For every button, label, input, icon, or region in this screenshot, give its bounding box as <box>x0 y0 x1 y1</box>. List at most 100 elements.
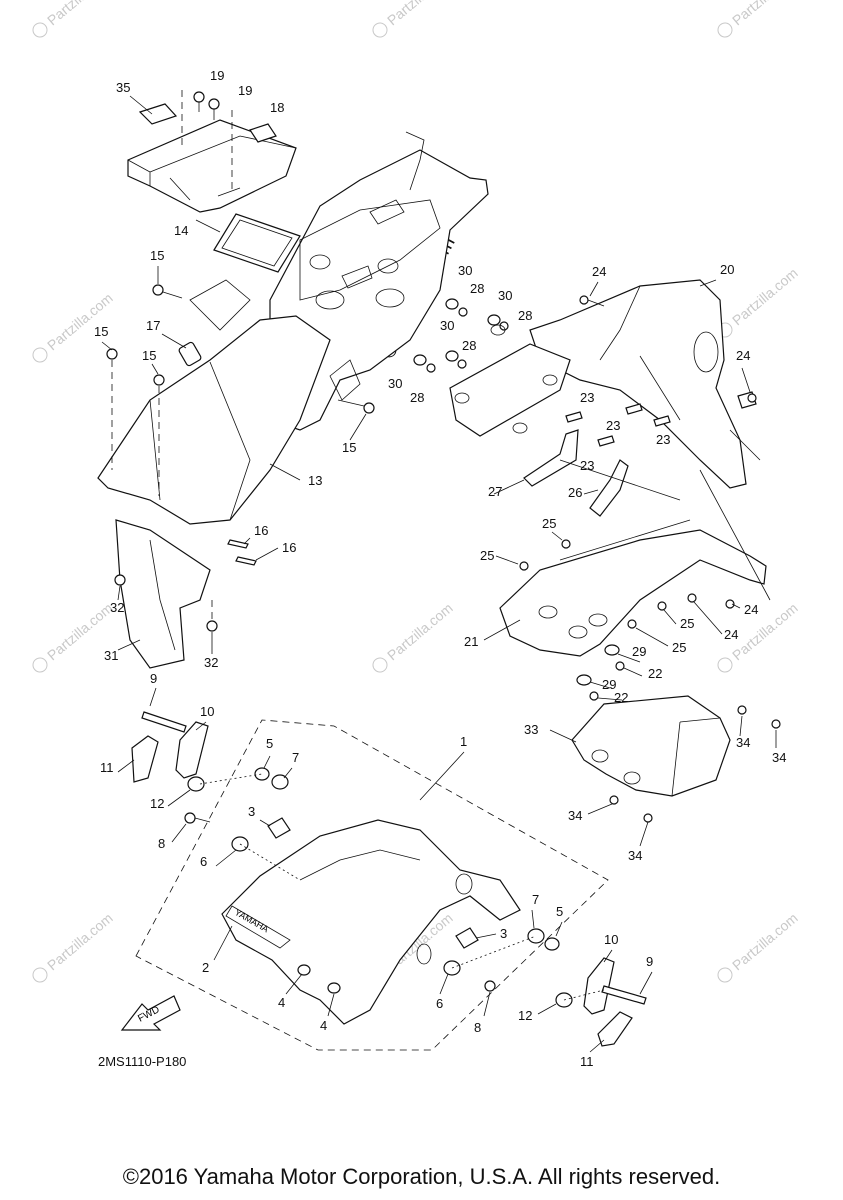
stay-27-part <box>523 429 579 487</box>
callout-8: 8 <box>158 836 165 851</box>
inner-fender-part <box>97 279 331 525</box>
callout-30: 30 <box>388 376 402 391</box>
leader-line <box>101 95 777 1053</box>
leader-line <box>559 355 771 601</box>
callout-1: 1 <box>460 734 467 749</box>
callout-12: 12 <box>518 1008 532 1023</box>
bolt-22b <box>589 691 599 701</box>
callout-23: 23 <box>580 458 594 473</box>
bolt-25a <box>561 539 571 549</box>
bolt-9b <box>601 985 647 1005</box>
tail-bracket-part <box>449 324 571 437</box>
bolt-24a <box>579 295 605 307</box>
clip-23a <box>565 411 583 423</box>
callout-25: 25 <box>672 640 686 655</box>
callout-23: 23 <box>580 390 594 405</box>
callout-24: 24 <box>736 348 750 363</box>
washer-4b <box>327 982 341 994</box>
callout-28: 28 <box>410 390 424 405</box>
callout-30: 30 <box>440 318 454 333</box>
clip-23c <box>625 403 643 415</box>
washer-28c <box>457 359 467 369</box>
collar-5a <box>254 767 270 781</box>
callout-25: 25 <box>480 548 494 563</box>
clip-16b <box>235 556 257 566</box>
callout-3: 3 <box>248 804 255 819</box>
callout-5: 5 <box>266 736 273 751</box>
callout-26: 26 <box>568 485 582 500</box>
grommet-29a <box>604 644 620 656</box>
bolt-19b <box>208 98 220 120</box>
watermark: Partzilla.com <box>729 600 801 664</box>
bolt-15c <box>153 374 165 496</box>
callout-25: 25 <box>680 616 694 631</box>
cover-plate-part <box>213 213 301 273</box>
bolt-25c <box>657 601 667 611</box>
bolt-25d <box>627 619 637 629</box>
bolt-25b <box>519 561 529 571</box>
clip-16a <box>227 539 249 549</box>
bolt-8b <box>484 980 496 992</box>
watermark: Partzilla.com <box>384 600 456 664</box>
copyright-notice: ©2016 Yamaha Motor Corporation, U.S.A. A… <box>122 1164 721 1189</box>
callout-8: 8 <box>474 1020 481 1035</box>
callout-15: 15 <box>94 324 108 339</box>
callout-13: 13 <box>308 473 322 488</box>
callout-34: 34 <box>628 848 642 863</box>
grommet-7a <box>271 774 289 790</box>
bolt-22a <box>615 661 625 671</box>
callout-31: 31 <box>104 648 118 663</box>
callout-7: 7 <box>292 750 299 765</box>
callout-21: 21 <box>464 634 478 649</box>
pad-11b <box>597 1011 633 1047</box>
clip-23d <box>653 415 671 427</box>
callout-28: 28 <box>470 281 484 296</box>
label-sticker-part <box>138 103 178 125</box>
bolt-15b <box>106 348 118 470</box>
callout-12: 12 <box>150 796 164 811</box>
bolt-24d <box>687 593 697 603</box>
pad-11a <box>131 735 159 783</box>
callout-4: 4 <box>320 1018 327 1033</box>
callout-35: 35 <box>116 80 130 95</box>
bolt-8a <box>184 812 211 824</box>
callout-15: 15 <box>150 248 164 263</box>
callout-33: 33 <box>524 722 538 737</box>
callout-10: 10 <box>200 704 214 719</box>
nut-30a <box>445 298 459 310</box>
bolt-24c <box>725 599 735 609</box>
watermark: Partzilla.com <box>44 0 116 28</box>
assembly-boundary <box>135 719 609 1051</box>
callout-30: 30 <box>498 288 512 303</box>
washer-4a <box>297 964 311 976</box>
callout-24: 24 <box>724 627 738 642</box>
callout-29: 29 <box>632 644 646 659</box>
callout-34: 34 <box>568 808 582 823</box>
watermark: Partzilla.com <box>729 265 801 329</box>
callout-23: 23 <box>606 418 620 433</box>
diagram-code: 2MS1110-P180 <box>98 1054 186 1069</box>
mud-flap-part <box>115 519 211 669</box>
watermark: Partzilla.com <box>729 910 801 974</box>
bolt-15a <box>152 284 183 299</box>
bolt-34d <box>643 813 653 823</box>
grommet-29b <box>576 674 592 686</box>
callout-16: 16 <box>282 540 296 555</box>
bolt-9a <box>141 711 187 733</box>
bolt-24b <box>747 393 757 403</box>
bracket-26-part <box>589 459 629 517</box>
watermark: Partzilla.com <box>44 290 116 354</box>
washer-28d <box>426 363 436 373</box>
callout-2: 2 <box>202 960 209 975</box>
front-fender-part: YAMAHA <box>221 819 521 1025</box>
callout-4: 4 <box>278 995 285 1010</box>
callout-3: 3 <box>500 926 507 941</box>
callout-9: 9 <box>646 954 653 969</box>
callout-22: 22 <box>648 666 662 681</box>
collar-5b <box>544 937 560 951</box>
callout-5: 5 <box>556 904 563 919</box>
bracket-10b <box>583 957 615 1015</box>
bolt-34b <box>771 719 781 729</box>
washer-28b <box>499 321 509 331</box>
callout-16: 16 <box>254 523 268 538</box>
